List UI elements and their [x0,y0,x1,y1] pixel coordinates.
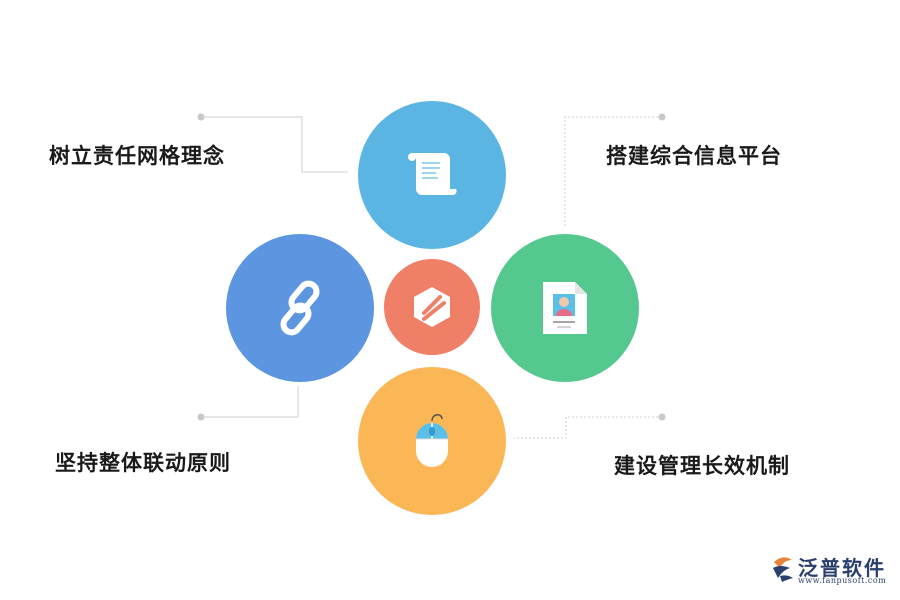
watermark: 泛普软件 www.fanpusoft.com [770,552,895,586]
connector-line [201,116,348,173]
node-circle-top [358,101,506,249]
chain-link-icon [272,280,328,336]
fanpu-logo-icon [770,554,796,586]
node-circle-bottom [358,367,506,515]
label-bottom-right: 建设管理长效机制 [614,454,790,478]
label-top-left: 树立责任网格理念 [49,144,225,168]
center-circle [384,259,480,355]
connector-line [514,416,662,439]
connector-line [201,386,299,418]
node-circle-left [226,234,374,382]
label-top-right: 搭建综合信息平台 [606,144,782,168]
mouse-icon [410,411,454,471]
id-card-icon [541,280,589,336]
watermark-name: 泛普软件 [798,556,886,580]
node-circle-right [491,234,639,382]
hexagon-logo-icon [410,285,454,329]
scroll-icon [404,149,460,201]
watermark-url: www.fanpusoft.com [798,576,887,585]
label-bottom-left: 坚持整体联动原则 [55,451,231,475]
connector-line [564,116,662,228]
